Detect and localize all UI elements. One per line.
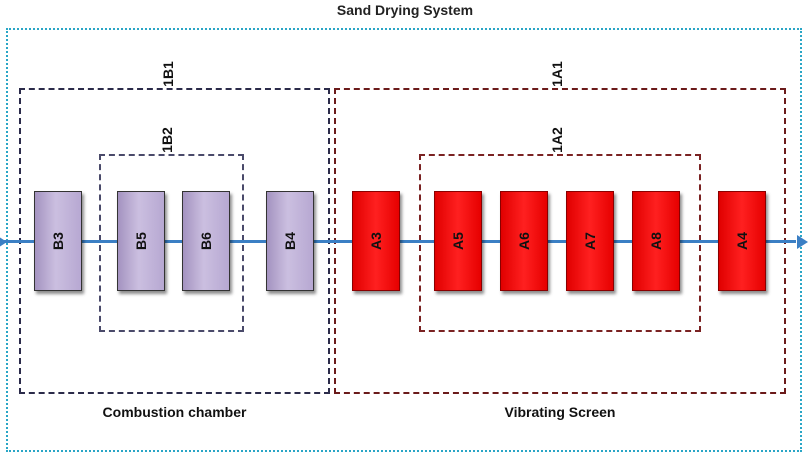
block-a8: A8 [632,191,680,291]
block-b4: B4 [266,191,314,291]
block-b3: B3 [34,191,82,291]
block-a3-label: A3 [368,232,384,250]
block-a4-label: A4 [734,232,750,250]
group-1a2-label: 1A2 [549,127,565,153]
group-1b2-label: 1B2 [159,127,175,153]
block-a6: A6 [500,191,548,291]
block-a5: A5 [434,191,482,291]
block-a8-label: A8 [648,232,664,250]
outlet-arrow [797,235,808,249]
block-b5-label: B5 [133,232,149,250]
block-a6-label: A6 [516,232,532,250]
block-a5-label: A5 [450,232,466,250]
group-1b1-label: 1B1 [160,61,176,87]
group-1b2-box [99,154,244,332]
group-1a1-label: 1A1 [549,61,565,87]
combustion-chamber-label: Combustion chamber [102,404,247,420]
inlet-arrow [0,235,7,249]
block-b5: B5 [117,191,165,291]
group-1a2-box [419,154,701,332]
vibrating-screen-label: Vibrating Screen [504,404,616,420]
block-b4-label: B4 [282,232,298,250]
block-b3-label: B3 [50,232,66,250]
diagram-title: Sand Drying System [336,2,474,18]
block-a3: A3 [352,191,400,291]
block-a4: A4 [718,191,766,291]
block-a7: A7 [566,191,614,291]
block-a7-label: A7 [582,232,598,250]
block-b6: B6 [182,191,230,291]
block-b6-label: B6 [198,232,214,250]
